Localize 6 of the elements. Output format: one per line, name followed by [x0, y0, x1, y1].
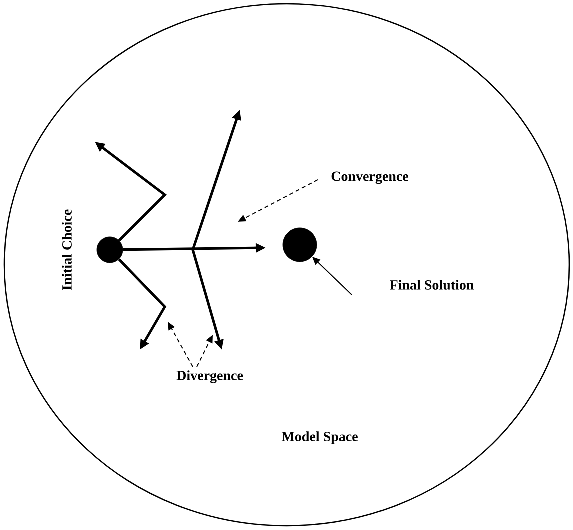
solution-dot: [96, 236, 124, 264]
solution-dot: [282, 228, 318, 262]
rotated-label: Initial Choice: [62, 210, 72, 290]
text-label: Convergence: [332, 172, 409, 184]
text-label: Divergence: [176, 370, 244, 384]
text-label: Final Solution: [390, 280, 474, 290]
